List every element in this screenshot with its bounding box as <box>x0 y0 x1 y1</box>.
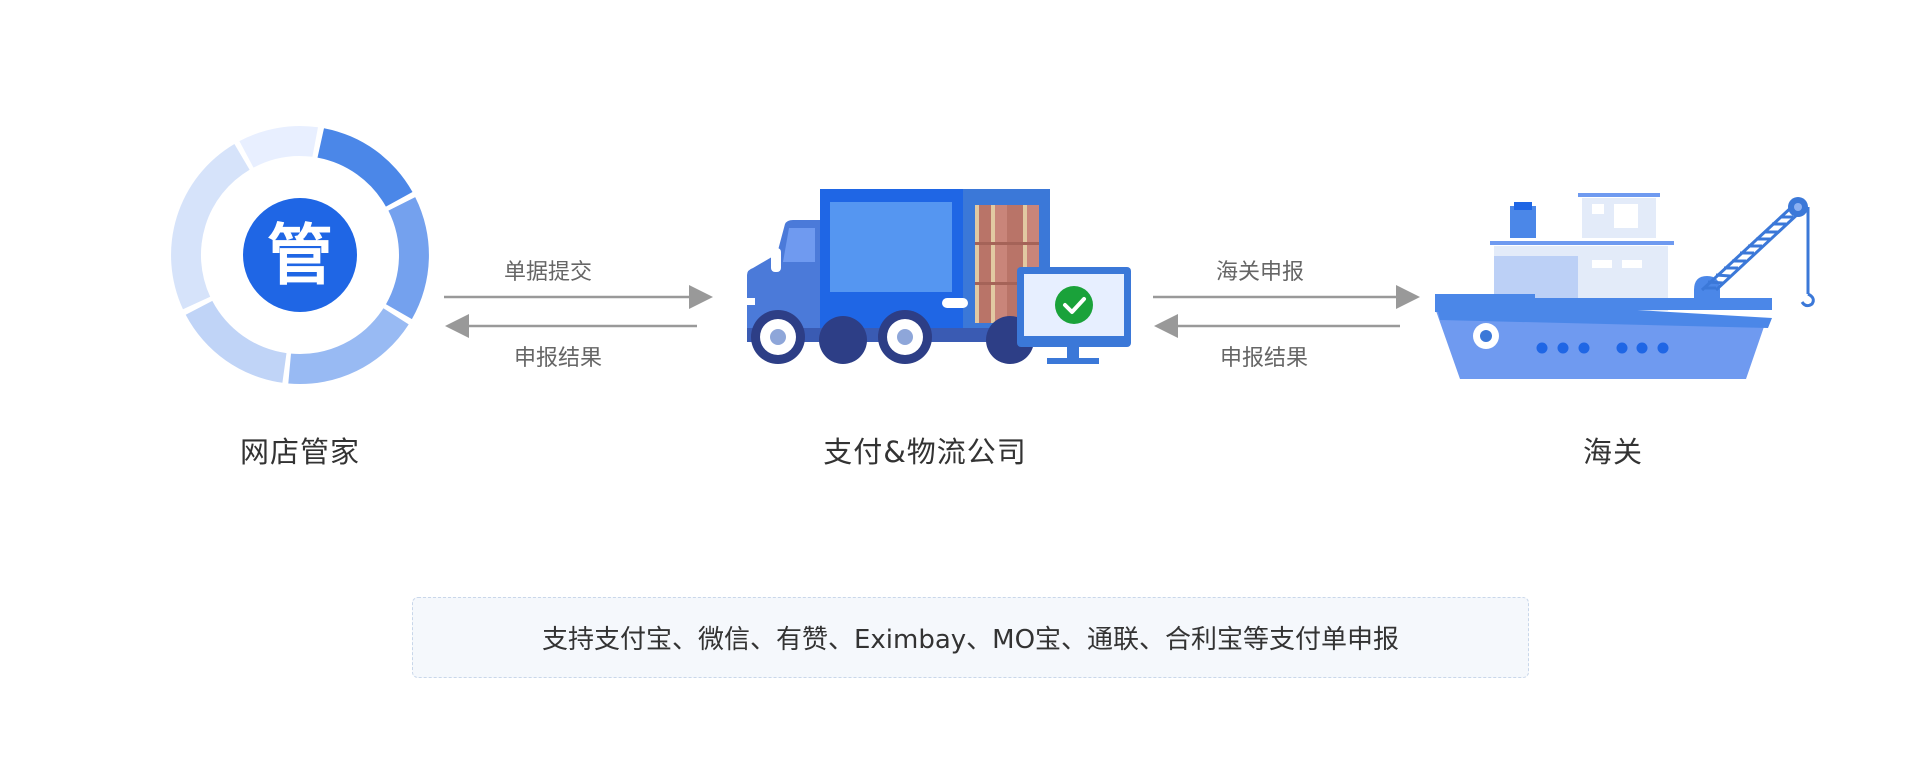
ring-segment <box>239 126 318 168</box>
store-manager-label: 网店管家 <box>239 435 360 469</box>
ring-segment <box>171 144 250 310</box>
ship-bow-block <box>1435 294 1535 312</box>
right-forward-arrow <box>1153 285 1420 309</box>
payment-logistics-label: 支付&物流公司 <box>823 435 1027 469</box>
ring-segment <box>386 197 429 320</box>
ship-porthole <box>1473 323 1499 349</box>
ship-deck-line <box>1490 241 1674 245</box>
truck-mirror <box>771 248 781 272</box>
ring-segment <box>185 300 287 383</box>
truck-cab-light <box>746 298 755 305</box>
ship-bridge-top <box>1578 193 1660 197</box>
left-back-label: 申报结果 <box>514 346 603 371</box>
supported-payments-note: 支持支付宝、微信、有赞、Eximbay、MO宝、通联、合利宝等支付单申报 <box>412 597 1529 678</box>
icon-badge-circle <box>243 198 357 312</box>
truck-wheel <box>751 310 805 364</box>
truck-icon <box>746 189 1131 364</box>
left-back-arrow <box>445 314 697 338</box>
ship-crane-arm <box>1700 202 1802 292</box>
check-icon <box>1055 286 1093 324</box>
truck-wheel <box>878 310 932 364</box>
right-forward-label: 海关申报 <box>1216 260 1305 285</box>
left-forward-arrow <box>444 285 713 309</box>
icon-badge-char: 管 <box>267 217 333 294</box>
ship-icon <box>1435 193 1815 379</box>
customs-label: 海关 <box>1582 435 1643 469</box>
monitor-neck <box>1067 347 1079 359</box>
left-forward-label: 单据提交 <box>504 260 593 285</box>
supported-payments-text: 支持支付宝、微信、有赞、Eximbay、MO宝、通联、合利宝等支付单申报 <box>541 625 1400 655</box>
ship-funnel <box>1510 206 1536 238</box>
ship-portholes <box>1536 342 1669 354</box>
truck-container-panel <box>830 202 952 292</box>
ship-hook-icon <box>1800 292 1815 308</box>
right-back-label: 申报结果 <box>1220 346 1309 371</box>
truck-wheel <box>819 316 867 364</box>
store-manager-icon: 管 <box>171 126 429 385</box>
check-mark <box>1063 297 1086 314</box>
truck-door-handle <box>942 298 968 308</box>
right-back-arrow <box>1154 314 1400 338</box>
monitor-base <box>1047 358 1099 364</box>
ring-segment <box>288 308 409 385</box>
ring-segment <box>317 128 413 207</box>
ship-funnel-top <box>1514 202 1532 210</box>
truck-cab-window <box>783 228 815 262</box>
